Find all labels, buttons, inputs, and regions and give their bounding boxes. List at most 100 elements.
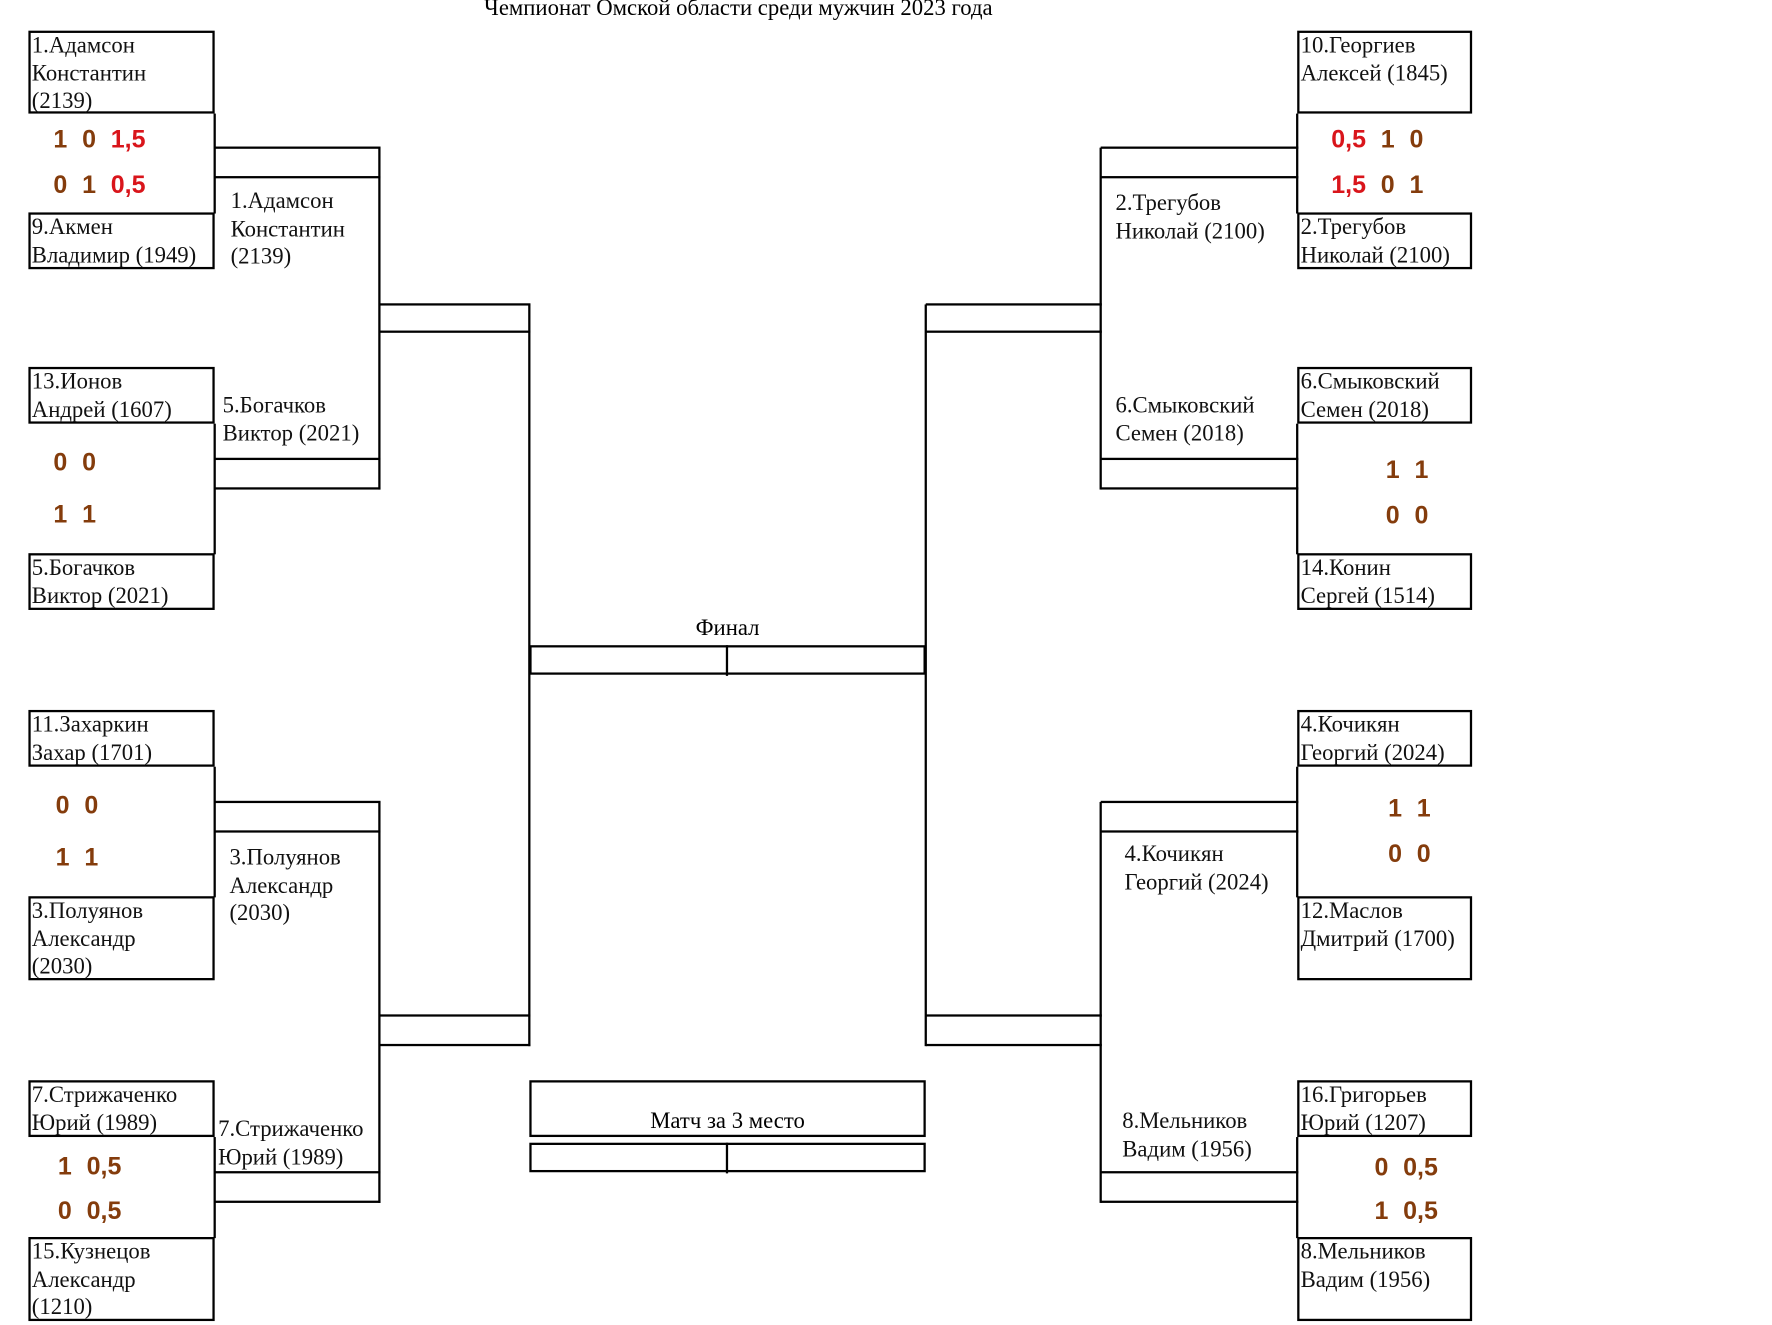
game-score: 1 [1414,455,1429,484]
bracket-line [1295,1137,1299,1239]
player-name: 16.Григорьев Юрий (1207) [1300,1082,1427,1136]
player-name: 11.Захаркин Захар (1701) [31,712,153,766]
player-name: 14.Конин Сергей (1514) [1300,555,1435,609]
bracket-line [924,304,928,1047]
bracket-line [379,1043,531,1047]
game-score: 0 [84,790,99,819]
player-name: 8.Мельников Вадим (1956) [1300,1239,1431,1293]
game-score: 1 [1374,1196,1389,1225]
bracket-line [1100,487,1299,490]
game-score: 1 [1385,455,1400,484]
quarterfinal-player-name: 4.Кочикян Георгий (2024) [1124,841,1269,895]
bracket-line [1099,801,1103,1204]
bracket-line [377,147,381,490]
bracket-line [214,800,381,804]
quarterfinal-player-name: 6.Смыковский Семен (2018) [1115,393,1255,446]
bracket-line [214,487,381,490]
quarterfinal-player-name: 2.Трегубов Николай (2100) [1115,190,1265,244]
bracket-line [214,1170,381,1174]
player-box [28,896,215,981]
game-score: 1 [82,499,96,529]
game-score: 1 [57,1151,72,1181]
player-name: 4.Кочикян Георгий (2024) [1300,712,1445,766]
bracket-line [1100,175,1299,179]
game-score: 1 [1416,793,1431,823]
game-score: 1 [1380,124,1395,154]
bracket-line [1100,146,1299,150]
game-score: 0 [1380,170,1395,199]
game-score: 1 [82,170,96,199]
player-box [1297,1080,1473,1138]
game-score: 1 [53,124,68,154]
bracket-title: Чемпионат Омской области среди мужчин 20… [484,0,993,21]
final-label: Финал [695,615,760,641]
quarterfinal-player-name: 7.Стрижаченко Юрий (1989) [218,1116,364,1170]
game-score: 1 [53,499,68,529]
player-name: 9.Акмен Владимир (1949) [31,214,197,268]
tiebreak-score: 1,5 [110,124,146,154]
tiebreak-score: 1,5 [1331,170,1367,199]
bracket-line [214,1200,381,1204]
quarterfinal-player-name: 3.Полуянов Александр (2030) [229,845,341,926]
bracket-line [1295,113,1299,214]
player-box [1297,30,1473,114]
player-box [28,366,215,424]
game-score: 0 [1414,500,1429,530]
player-name: 10.Георгиев Алексей (1845) [1300,32,1448,86]
game-score: 0,5 [86,1196,122,1225]
bracket-line [379,303,531,306]
final-divider [725,645,729,677]
game-score: 0 [1385,500,1400,530]
bracket-line [214,830,381,833]
game-score: 1 [1409,170,1424,199]
player-box [1297,212,1473,270]
bracket-line [925,330,1103,334]
player-box [1297,896,1473,981]
game-score: 0 [53,170,68,199]
game-score: 0 [1374,1152,1389,1182]
tiebreak-score: 0,5 [110,170,146,199]
game-score: 0,5 [86,1151,122,1181]
game-score: 0 [53,447,68,476]
player-box [28,212,215,270]
bracket-line [1100,1170,1299,1174]
bracket-line [214,457,381,461]
bracket-line [1100,830,1299,833]
game-score: 1 [84,842,99,872]
game-score: 1 [1388,793,1402,823]
game-score: 0 [1416,839,1431,868]
quarterfinal-player-name: 5.Богачков Виктор (2021) [222,393,360,446]
game-score: 0,5 [1403,1152,1438,1182]
game-score: 0 [1388,839,1402,868]
game-score: 0 [82,124,96,154]
third-place-divider [725,1142,729,1174]
bracket-line [527,304,531,1047]
bracket-line [925,1043,1103,1047]
player-name: 5.Богачков Виктор (2021) [31,555,169,609]
quarterfinal-player-name: 8.Мельников Вадим (1956) [1122,1108,1252,1162]
player-name: 1.Адамсон Константин (2139) [31,32,147,114]
tiebreak-score: 0,5 [1331,124,1367,154]
player-name: 15.Кузнецов Александр (1210) [31,1239,151,1320]
bracket-line [925,1014,1103,1017]
bracket-line [213,113,217,214]
quarterfinal-player-name: 1.Адамсон Константин (2139) [230,188,345,270]
player-box [1297,366,1473,424]
player-name: 2.Трегубов Николай (2100) [1300,214,1450,268]
player-box [28,553,215,610]
game-score: 1 [55,842,70,872]
